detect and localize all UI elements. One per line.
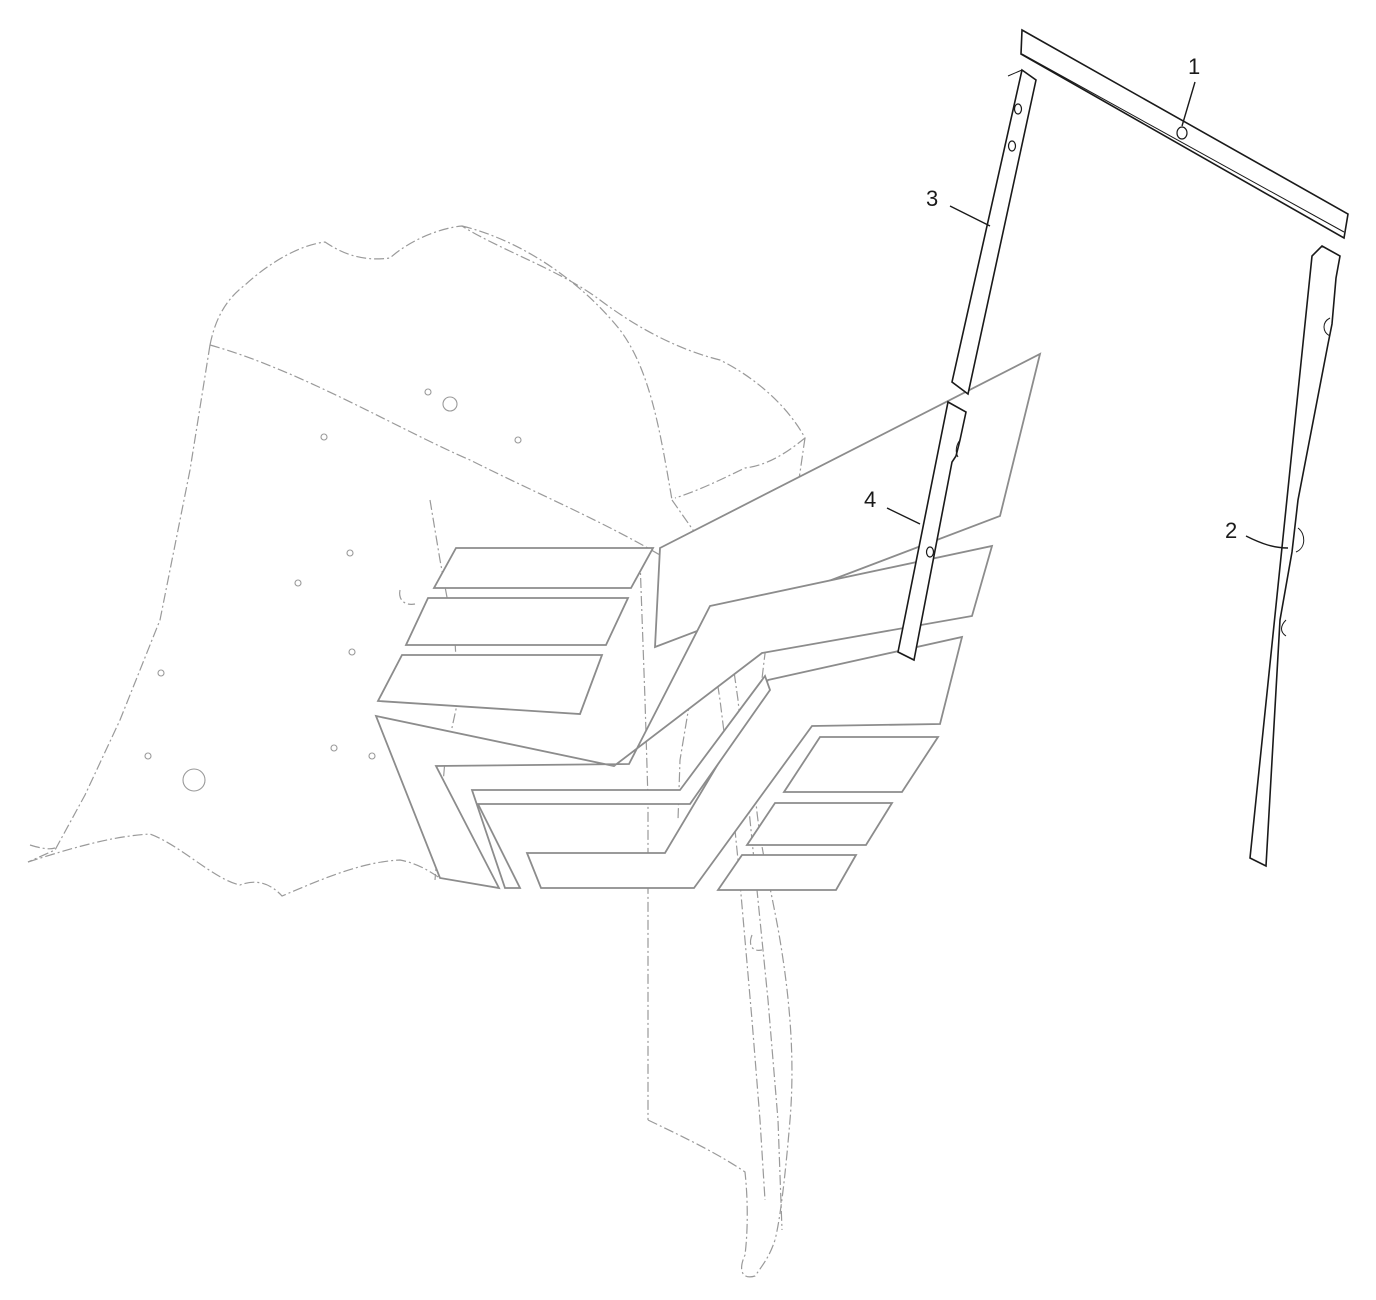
part-3-vertical-strip-upper	[951, 68, 1037, 396]
stripe-chevron-inner	[470, 674, 772, 889]
callout-2: 2	[1225, 518, 1237, 543]
callout-4: 4	[864, 487, 876, 512]
stripe-small-left-2	[404, 597, 630, 646]
callout-3: 3	[926, 186, 938, 211]
leader-4	[886, 507, 921, 525]
stripe-small-right-3	[716, 854, 858, 891]
leader-1	[1181, 81, 1196, 127]
stripe-small-left-3	[376, 654, 604, 715]
part-4-vertical-strip-lower	[897, 400, 967, 662]
leader-lines	[886, 81, 1289, 549]
part-2-vertical-strip-right	[1249, 245, 1341, 868]
leader-3	[949, 205, 991, 227]
leader-2	[1245, 535, 1289, 549]
stripe-small-right-2	[745, 802, 894, 846]
stripe-bottom-large	[525, 635, 964, 889]
stripe-small-right-1	[782, 736, 940, 793]
stripe-small-left-1	[432, 547, 655, 589]
callout-labels: 1 3 4 2	[864, 54, 1237, 543]
stripe-middle-large	[374, 544, 994, 890]
decal-stripes	[374, 352, 1042, 891]
part-1-top-strip	[1020, 28, 1349, 240]
callout-1: 1	[1188, 54, 1200, 79]
